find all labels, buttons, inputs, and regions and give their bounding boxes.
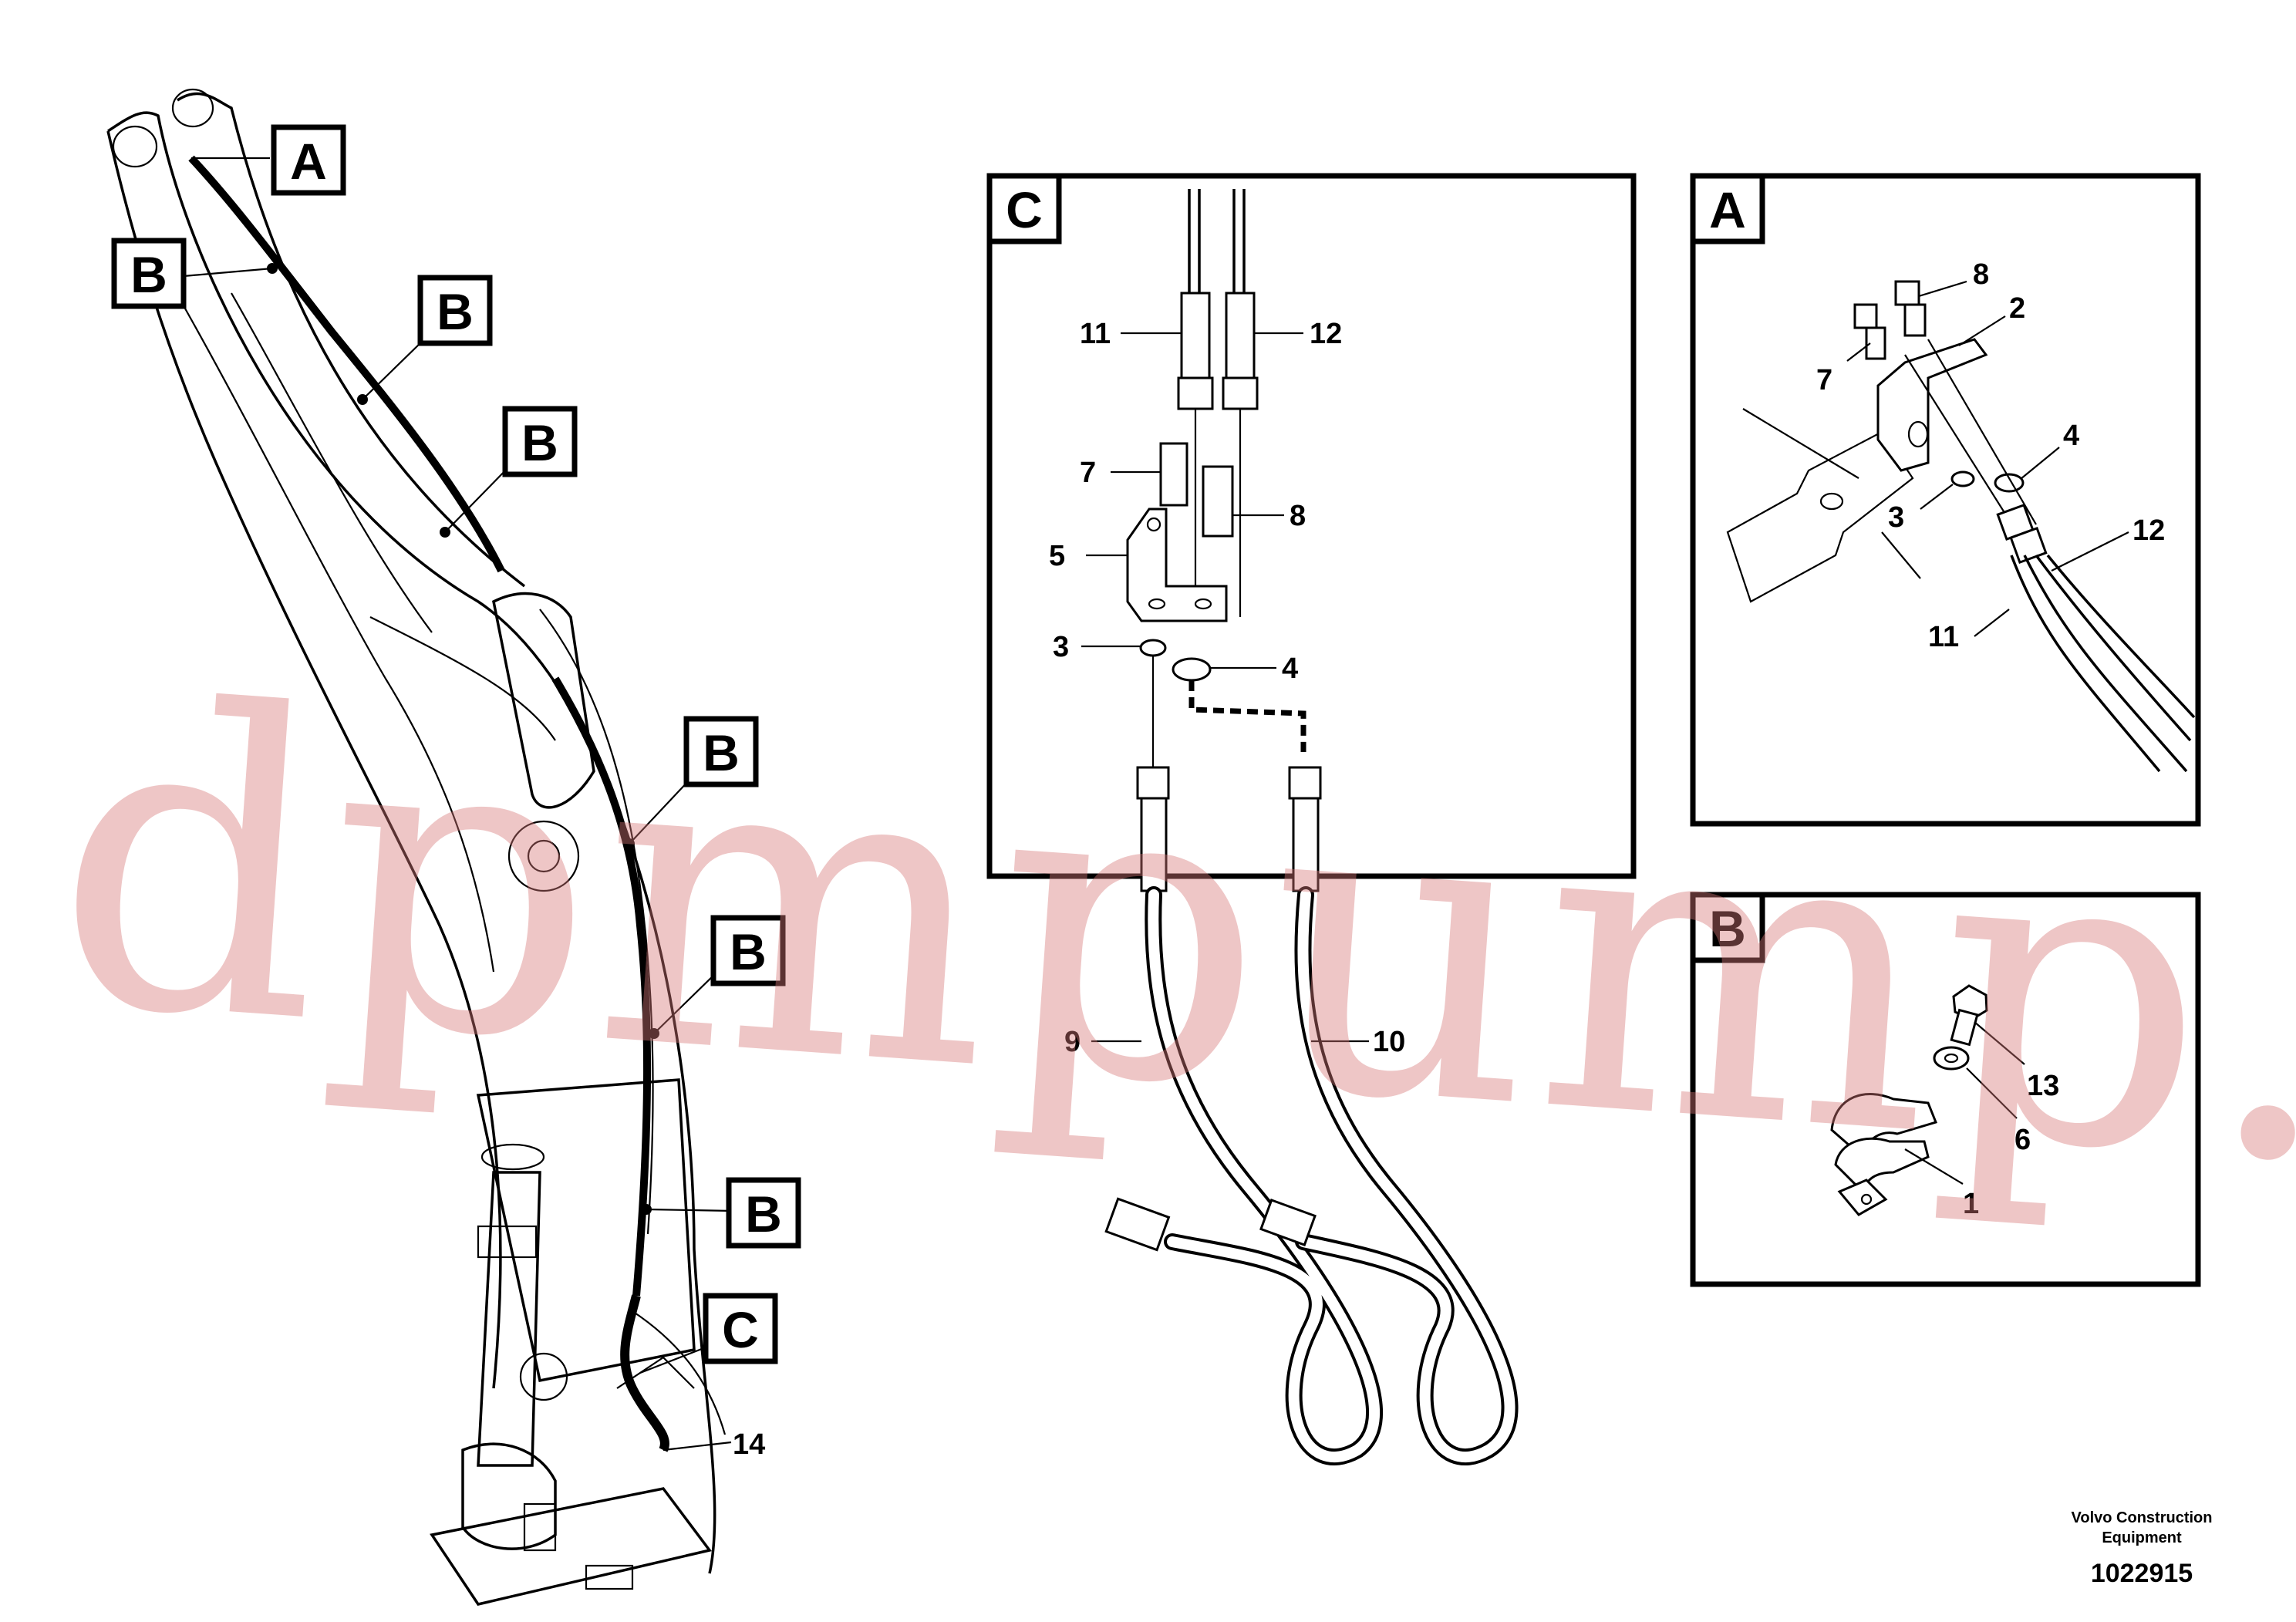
c-item-4: 4 — [1282, 653, 1298, 685]
detail-b-panel: B 13 6 1 — [1690, 892, 2201, 1287]
a-item-2: 2 — [2009, 292, 2025, 325]
a-item-12: 12 — [2132, 514, 2165, 547]
svg-text:B: B — [130, 246, 167, 303]
detail-a-panel: A 8 2 7 4 3 12 — [1690, 173, 2201, 827]
b-item-13: 13 — [2027, 1070, 2059, 1102]
callout-a-main: A — [271, 124, 346, 196]
item-14-label: 14 — [733, 1428, 765, 1461]
c-item-12: 12 — [1310, 318, 1342, 350]
callout-c-main: C — [703, 1293, 778, 1364]
svg-text:C: C — [722, 1301, 759, 1358]
callout-b-main-5: B — [710, 915, 786, 986]
a-item-3: 3 — [1888, 501, 1904, 534]
c-item-3: 3 — [1053, 631, 1069, 663]
detail-c-panel: C 11 — [986, 173, 1637, 1465]
c-item-9: 9 — [1064, 1026, 1081, 1058]
a-item-11: 11 — [1928, 621, 1959, 653]
svg-text:A: A — [290, 133, 327, 190]
svg-text:B: B — [521, 414, 558, 471]
part-number: 1022915 — [2090, 1559, 2193, 1588]
c-item-8: 8 — [1290, 500, 1306, 532]
boom-illustration — [106, 88, 727, 1606]
brand-line-2: Equipment — [2102, 1529, 2182, 1546]
callout-b-main-1: B — [111, 238, 187, 309]
svg-text:B: B — [437, 283, 474, 340]
callout-b-main-6: B — [726, 1177, 801, 1249]
c-item-5: 5 — [1049, 540, 1065, 572]
svg-text:B: B — [703, 724, 740, 781]
footer: Volvo Construction Equipment 1022915 — [2049, 1508, 2234, 1589]
b-item-6: 6 — [2014, 1124, 2031, 1156]
svg-text:B: B — [745, 1185, 782, 1243]
c-item-10: 10 — [1373, 1026, 1405, 1058]
b-item-1: 1 — [1963, 1188, 1979, 1220]
callout-b-main-4: B — [683, 716, 759, 787]
svg-text:B: B — [730, 923, 767, 980]
c-item-11: 11 — [1080, 318, 1111, 350]
svg-text:A: A — [1709, 181, 1746, 238]
svg-text:B: B — [1709, 900, 1746, 957]
brand-line-1: Volvo Construction — [2071, 1509, 2213, 1526]
a-item-8: 8 — [1973, 258, 1989, 291]
callout-b-main-2: B — [417, 275, 493, 346]
callout-b-main-3: B — [502, 406, 578, 477]
main-leaders — [183, 157, 733, 1452]
svg-text:C: C — [1006, 181, 1043, 238]
a-item-7: 7 — [1816, 364, 1832, 396]
a-item-4: 4 — [2063, 420, 2079, 452]
c-item-7: 7 — [1080, 457, 1096, 489]
